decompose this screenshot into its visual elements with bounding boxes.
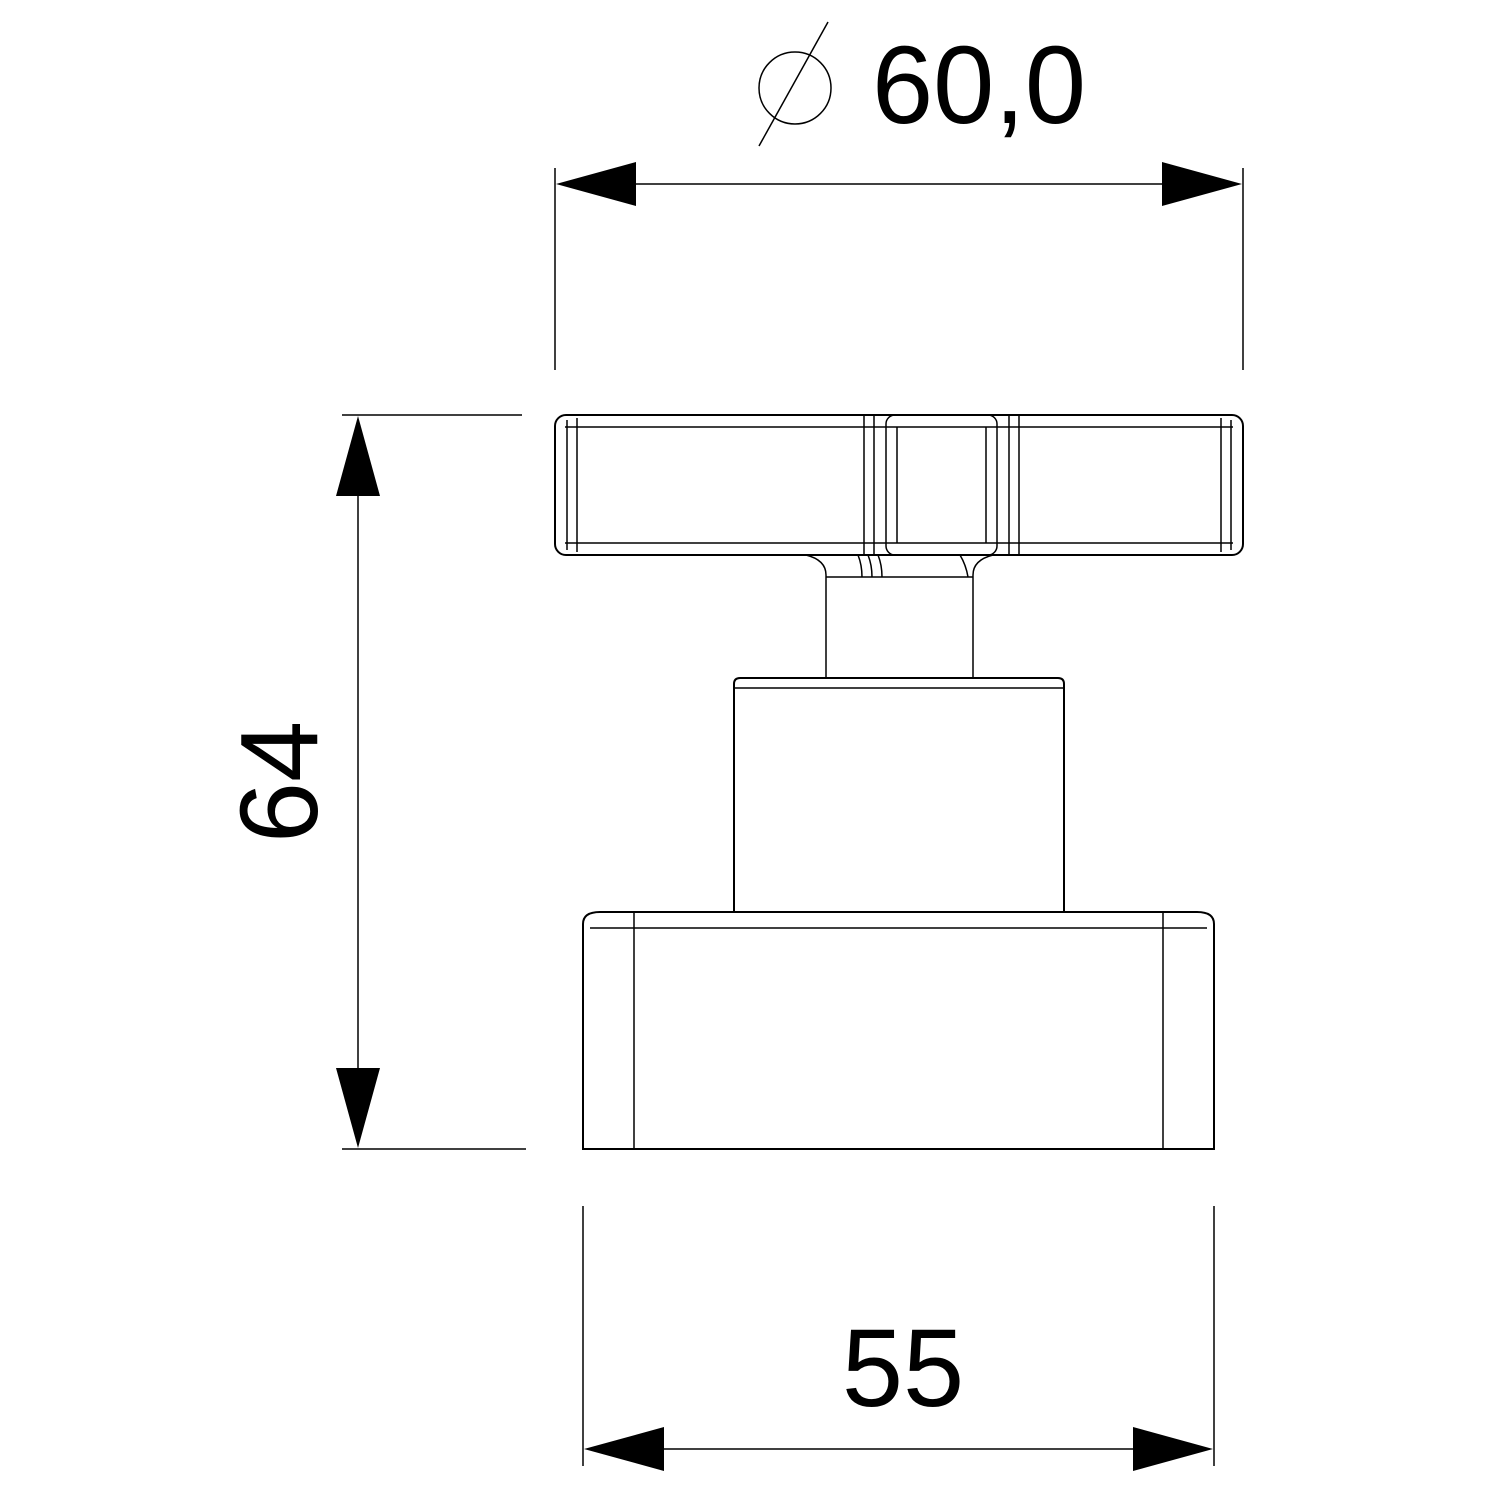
arrow-up-icon [336,416,380,496]
arrow-right-bottom-icon [1133,1427,1213,1471]
base-width-value-label: 55 [842,1307,964,1430]
arrow-left-bottom-icon [584,1427,664,1471]
valve-handle-outline [554,414,1244,1150]
arrow-left-icon [556,162,636,206]
cross-handle [554,414,1244,556]
base-width-dimension [582,1206,1215,1471]
height-dimension [336,414,526,1150]
stem [805,554,994,677]
arrow-right-icon [1162,162,1242,206]
diameter-symbol-icon [758,21,832,147]
diameter-dimension [554,21,1244,370]
diameter-value-label: 60,0 [872,24,1086,147]
height-value-label: 64 [218,721,341,843]
spindle-body [733,677,1065,912]
arrow-down-icon [336,1068,380,1148]
base-flange [582,911,1215,1150]
